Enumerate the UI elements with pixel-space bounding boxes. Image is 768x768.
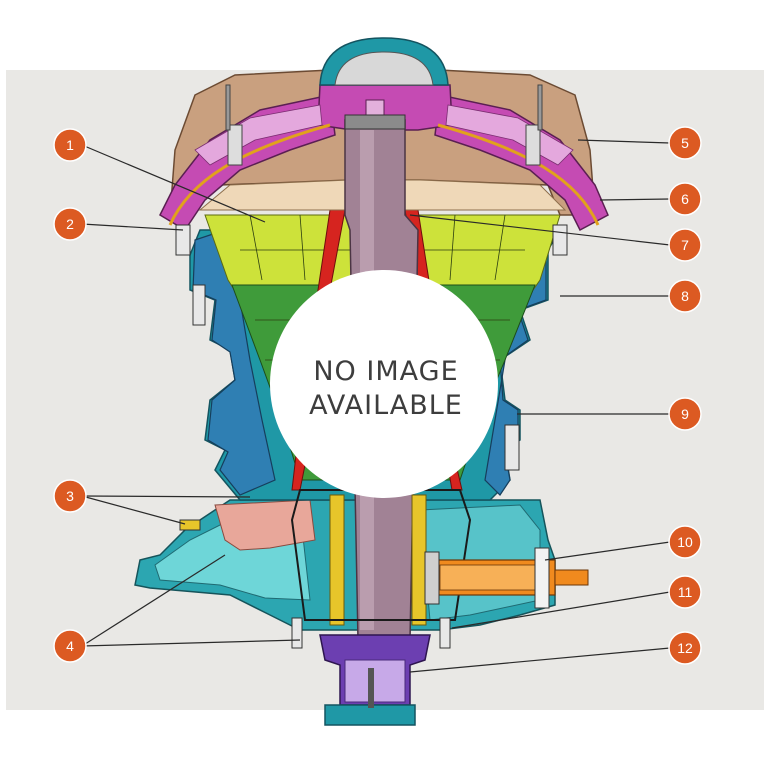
callout-label-6: 6 xyxy=(681,191,689,207)
callout-1: 1 xyxy=(53,128,87,162)
callout-label-2: 2 xyxy=(66,216,74,232)
placeholder-line-2: AVAILABLE xyxy=(309,390,463,421)
callout-6: 6 xyxy=(668,182,702,216)
callout-label-9: 9 xyxy=(681,406,689,422)
leader-line-7 xyxy=(409,214,671,246)
leader-line-10 xyxy=(544,541,671,561)
leader-line-12 xyxy=(409,647,671,673)
callout-label-7: 7 xyxy=(681,237,689,253)
leader-line-4b xyxy=(81,639,301,647)
leader-line-4a xyxy=(81,554,226,647)
bearing-housing-left xyxy=(214,499,316,551)
placeholder-line-1: NO IMAGE xyxy=(313,356,458,387)
spider-light-band-left xyxy=(194,104,323,166)
callout-label-1: 1 xyxy=(66,137,74,153)
callout-2: 2 xyxy=(53,207,87,241)
head-nut xyxy=(344,114,406,130)
callouts: 1 2 3 4 5 6 7 8 xyxy=(53,126,702,665)
spider-light-band-right xyxy=(445,104,574,166)
callout-7: 7 xyxy=(668,228,702,262)
eccentric-bushing-left xyxy=(329,494,345,626)
callout-5: 5 xyxy=(668,126,702,160)
callout-label-10: 10 xyxy=(677,534,693,550)
no-image-placeholder: NO IMAGE AVAILABLE xyxy=(270,270,498,498)
leader-line-5 xyxy=(577,139,671,144)
callout-11: 11 xyxy=(668,575,702,609)
spring-assemblies xyxy=(225,84,543,166)
callout-10: 10 xyxy=(668,525,702,559)
dome-cap-inner xyxy=(334,51,434,86)
countershaft-assembly xyxy=(424,547,589,609)
leader-line-11 xyxy=(451,591,671,629)
callout-3: 3 xyxy=(53,479,87,513)
callout-8: 8 xyxy=(668,279,702,313)
bottom-pin xyxy=(368,668,374,708)
leader-line-3a xyxy=(81,495,186,525)
callout-9: 9 xyxy=(668,397,702,431)
callout-label-5: 5 xyxy=(681,135,689,151)
eccentric-assembly xyxy=(290,489,472,621)
eccentric-bushing-right xyxy=(411,494,427,626)
hydraulic-cylinder-inner xyxy=(344,659,406,703)
callout-4: 4 xyxy=(53,629,87,663)
leader-line-1 xyxy=(81,144,266,223)
leader-line-3b xyxy=(81,495,251,498)
shell-left xyxy=(192,229,276,496)
callout-label-12: 12 xyxy=(677,640,693,656)
callout-label-11: 11 xyxy=(678,584,693,600)
leader-line-6 xyxy=(599,198,671,201)
callout-label-8: 8 xyxy=(681,288,689,304)
callout-label-3: 3 xyxy=(66,488,74,504)
tension-rods xyxy=(168,123,600,226)
leader-lines xyxy=(81,139,671,673)
callout-12: 12 xyxy=(668,631,702,665)
callout-label-4: 4 xyxy=(66,638,74,654)
leader-line-2 xyxy=(81,223,184,231)
